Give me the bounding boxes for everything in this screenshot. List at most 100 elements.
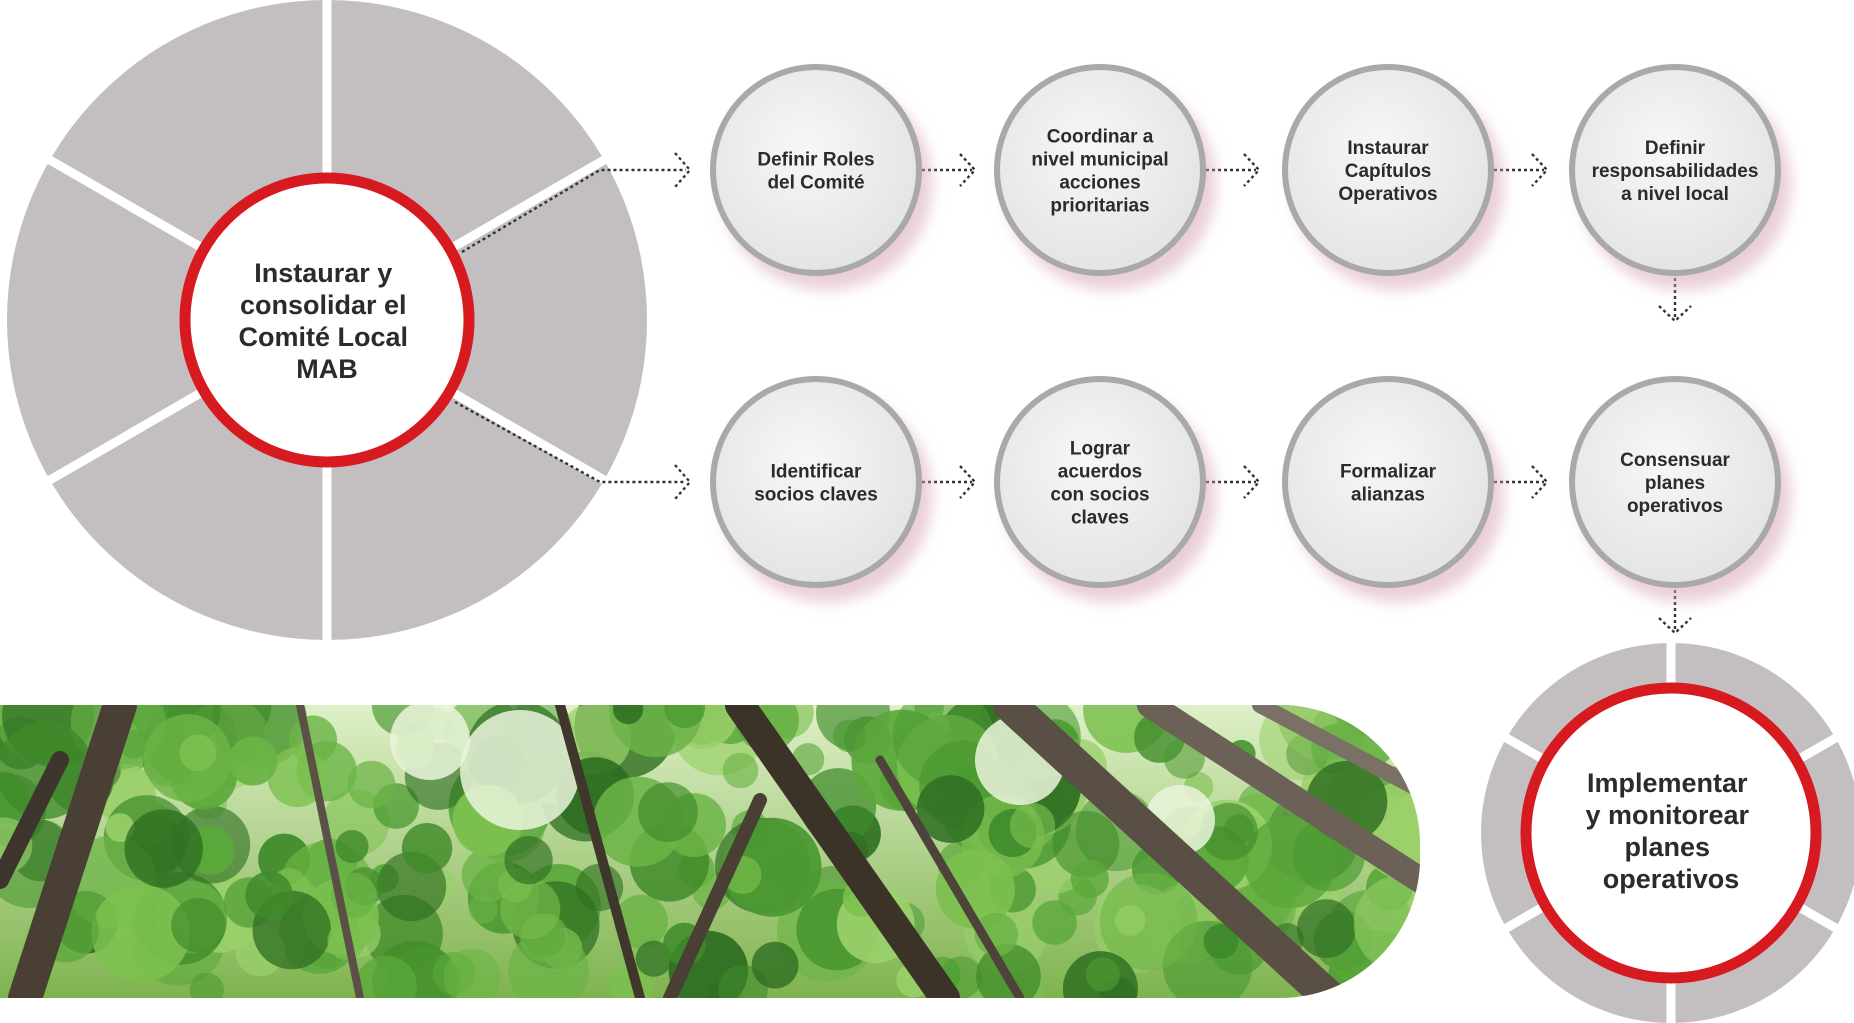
final-label: Implementar y monitorear planes operativ…: [1585, 768, 1756, 894]
leaf-cluster: [355, 955, 417, 998]
node-label-line: planes: [1645, 473, 1705, 494]
final-line-4: operativos: [1603, 864, 1740, 894]
node-circle: [710, 376, 922, 588]
leaf-cluster: [1070, 859, 1109, 898]
leaf-cluster: [638, 782, 698, 842]
node-label-line: socios claves: [754, 485, 878, 506]
node-circle: [1569, 64, 1781, 276]
node-label-line: Consensuar: [1620, 450, 1730, 471]
leaf-cluster: [916, 775, 985, 843]
node-label-line: con socios: [1050, 485, 1149, 506]
leaf-cluster: [189, 972, 225, 998]
node-label-line: Definir: [1645, 138, 1706, 159]
leaf-cluster: [664, 705, 706, 729]
leaf-cluster: [613, 705, 644, 725]
node-label-line: a nivel local: [1621, 184, 1729, 205]
node-label-line: Coordinar a: [1047, 127, 1154, 148]
node-label-line: acuerdos: [1058, 462, 1142, 483]
final-line-3: planes: [1624, 832, 1710, 862]
flow-arrowhead: [1658, 617, 1692, 635]
node-circle: [1282, 376, 1494, 588]
node-label-line: Identificar: [771, 462, 862, 483]
node-label-line: Operativos: [1338, 184, 1437, 205]
leaf-cluster: [1372, 705, 1408, 725]
flow-arrowhead: [959, 465, 977, 499]
node-circle: [994, 376, 1206, 588]
leaf-cluster: [91, 884, 190, 983]
hub-label: Instaurar y consolidar el Comité Local M…: [238, 258, 415, 384]
leaf-cluster: [1403, 705, 1420, 725]
leaf-cluster: [443, 948, 501, 998]
hub-node: Instaurar y consolidar el Comité Local M…: [179, 172, 475, 468]
hub-to-row2-connector: [454, 400, 686, 484]
node-label-line: responsabilidades: [1592, 161, 1759, 182]
leaf-cluster: [335, 830, 369, 863]
node-circle: [1569, 376, 1781, 588]
flow-arrowhead: [1243, 465, 1261, 499]
leaf-cluster: [609, 705, 703, 758]
node-label-line: Lograr: [1070, 439, 1131, 460]
hub-to-row1-connector: [461, 168, 686, 254]
leaf-cluster: [1052, 810, 1120, 878]
hub-line-2: consolidar el: [240, 290, 407, 320]
node-label-line: Formalizar: [1340, 462, 1437, 483]
node-label-line: nivel municipal: [1031, 150, 1168, 171]
node-circle: [994, 64, 1206, 276]
hub-to-row2-arrowhead: [674, 464, 692, 500]
node-label-line: del Comité: [767, 173, 864, 194]
flow-arrowhead: [1658, 305, 1692, 323]
flow-arrowhead: [959, 153, 977, 187]
final-line-1: Implementar: [1587, 768, 1748, 798]
node-label-line: prioritarias: [1050, 196, 1149, 217]
node-label-line: operativos: [1627, 496, 1723, 517]
leaf-cluster: [1009, 803, 1056, 849]
leaf-cluster: [468, 894, 498, 924]
leaf-cluster: [1032, 900, 1077, 945]
leaf-cluster: [722, 752, 759, 789]
hub-line-3: Comité Local: [238, 322, 408, 352]
node-label-line: claves: [1071, 508, 1129, 529]
leaf-cluster: [124, 809, 203, 888]
flow-arrowhead: [1531, 153, 1549, 187]
sky-gap: [460, 710, 580, 830]
leaf-cluster: [245, 871, 293, 919]
node-circle: [1282, 64, 1494, 276]
flow-arrows: [922, 153, 1692, 635]
leaf-cluster: [751, 941, 799, 989]
tree-trunks: [0, 705, 1420, 998]
leaf-cluster: [1353, 874, 1420, 973]
leaf-cluster: [347, 760, 396, 809]
node-label-line: acciones: [1059, 173, 1140, 194]
leaf-cluster: [1099, 872, 1198, 971]
node-circle: [710, 64, 922, 276]
leaf-cluster: [935, 849, 1015, 929]
leaf-cluster: [1203, 924, 1239, 959]
leaf-cluster: [401, 823, 453, 874]
forest-photo: [0, 705, 1420, 998]
leaf-cluster: [892, 705, 995, 788]
hub-line-1: Instaurar y: [254, 258, 392, 288]
flow-arrowhead: [1243, 153, 1261, 187]
leaf-cluster: [635, 940, 672, 977]
hub-to-row1-arrowhead: [674, 152, 692, 188]
leaf-cluster: [0, 721, 94, 820]
flow-arrowhead: [1531, 465, 1549, 499]
node-label-line: Instaurar: [1347, 138, 1429, 159]
